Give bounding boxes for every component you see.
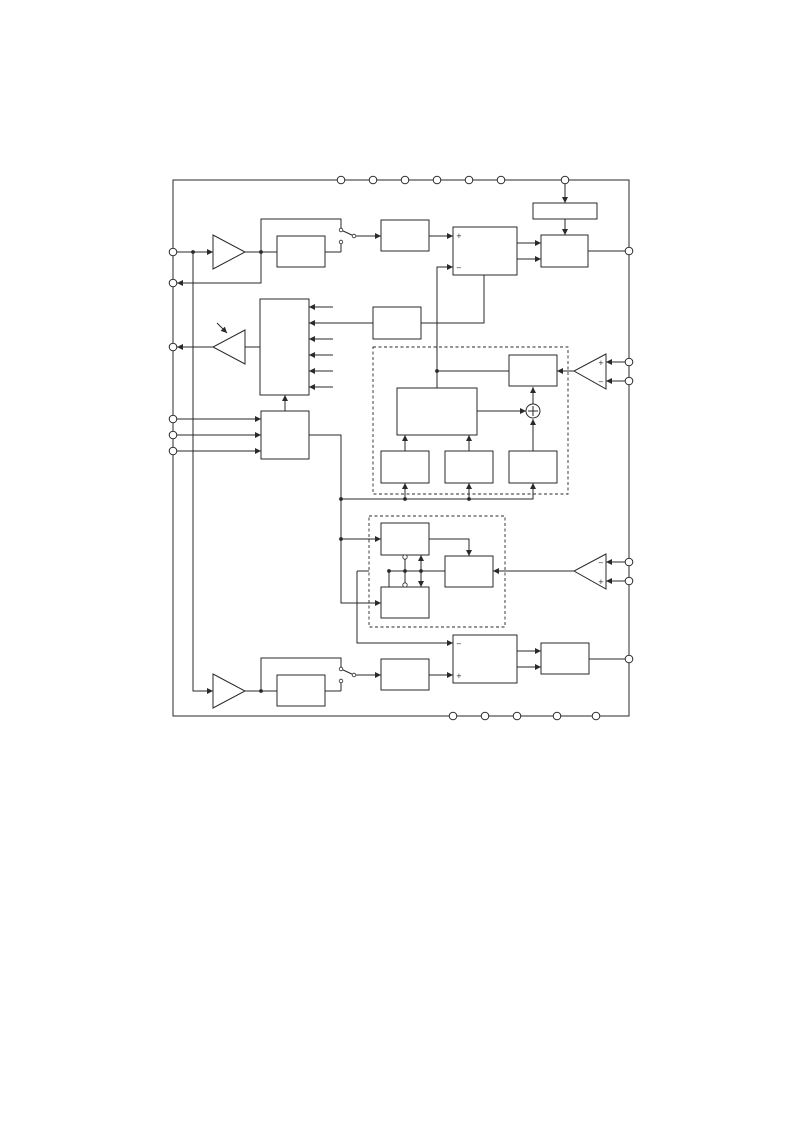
pin <box>168 342 178 352</box>
pins-right <box>624 246 634 664</box>
pin <box>168 446 178 456</box>
plus-sign: + <box>456 672 462 680</box>
pin <box>336 175 346 185</box>
block-register-3 <box>508 450 558 484</box>
pin <box>624 376 634 386</box>
pin <box>448 711 458 721</box>
pin <box>624 557 634 567</box>
diff-amplifier-lower <box>572 553 607 590</box>
pin <box>480 711 490 721</box>
block-processor <box>396 387 478 436</box>
switch-upper <box>338 227 357 245</box>
block-driver-upper <box>540 234 589 268</box>
minus-sign: − <box>456 640 462 648</box>
wiring <box>177 184 625 694</box>
pin <box>591 711 601 721</box>
pin <box>624 576 634 586</box>
input-amplifier-upper <box>212 234 247 270</box>
block-driver-lower <box>540 642 590 675</box>
blocks <box>211 202 607 709</box>
junction-dots <box>191 250 471 693</box>
plus-sign: + <box>456 232 462 240</box>
diff-amplifier-upper <box>572 353 607 390</box>
dashed-group-upper <box>372 346 569 495</box>
block-lower-b <box>444 555 494 588</box>
multiplexer <box>259 298 310 396</box>
pins-bottom <box>448 711 601 721</box>
pins-top <box>336 175 570 185</box>
pin <box>560 175 570 185</box>
input-amplifier-lower <box>212 673 247 709</box>
minus-sign: − <box>598 559 604 567</box>
pin <box>168 414 178 424</box>
control-logic <box>260 410 310 460</box>
pin <box>400 175 410 185</box>
block-filter-upper <box>276 235 326 268</box>
pin <box>168 278 178 288</box>
polarity-signs: + − + − − + − + <box>456 232 604 680</box>
block-stage-upper <box>380 219 430 252</box>
block-reference <box>532 202 598 220</box>
pin <box>552 711 562 721</box>
minus-sign: − <box>456 264 462 272</box>
plus-sign: + <box>598 578 604 586</box>
block-register-1 <box>380 450 430 484</box>
pin <box>168 247 178 257</box>
plus-sign: + <box>598 359 604 367</box>
output-buffer <box>211 329 246 365</box>
pin <box>432 175 442 185</box>
block-lower-c <box>380 586 430 619</box>
comparator-upper <box>452 226 518 276</box>
pin <box>512 711 522 721</box>
summing-junction <box>525 403 541 419</box>
block-filter-lower <box>276 674 326 707</box>
dashed-group-lower <box>368 515 506 628</box>
block-lower-a <box>380 522 430 556</box>
pin <box>624 357 634 367</box>
pin <box>464 175 474 185</box>
block-sensor-out <box>508 354 558 387</box>
pin <box>496 175 506 185</box>
pin <box>368 175 378 185</box>
pins-left <box>168 247 178 456</box>
block-converter <box>372 306 422 340</box>
comparator-lower <box>452 634 518 684</box>
pin <box>624 246 634 256</box>
pin <box>624 654 634 664</box>
block-stage-lower <box>380 658 430 691</box>
switch-lower <box>338 666 357 684</box>
minus-sign: − <box>598 378 604 386</box>
pin <box>168 430 178 440</box>
block-register-2 <box>444 450 494 484</box>
